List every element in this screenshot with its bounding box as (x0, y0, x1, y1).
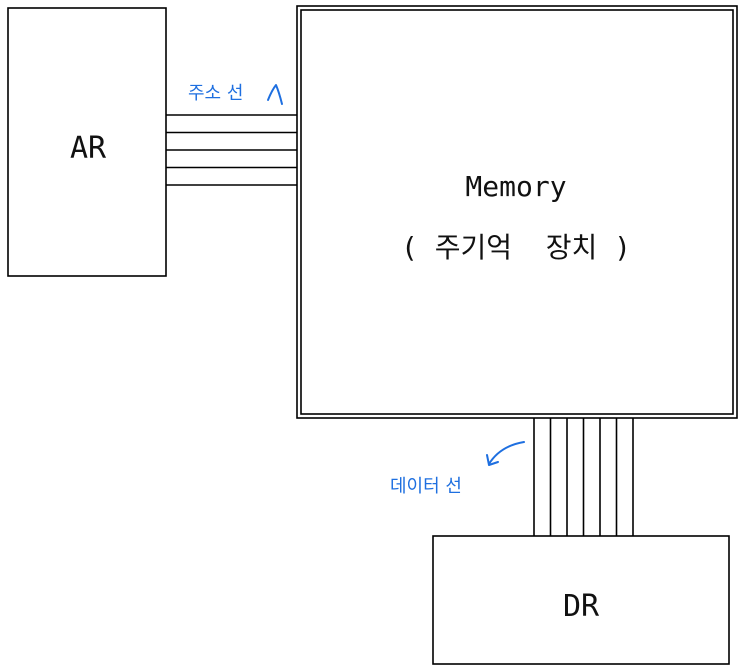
data-arrow-curve-icon (488, 441, 525, 465)
ar-box (7, 7, 167, 277)
data-bus-lines (533, 418, 634, 536)
data-arrow-head-icon (486, 454, 499, 466)
dr-label: DR (563, 589, 600, 624)
ar-register: AR (7, 7, 167, 277)
memory-box-inner (300, 9, 734, 415)
memory-unit: Memory ( 주기억 장치 ) (296, 5, 738, 419)
dr-box (432, 535, 730, 665)
data-bus-label: 데이터 선 (390, 476, 462, 497)
data-bus-annotation: 데이터 선 (390, 441, 525, 497)
memory-subtitle: ( 주기억 장치 ) (401, 231, 631, 264)
ar-label: AR (70, 131, 107, 166)
memory-title: Memory (465, 170, 566, 203)
address-bus-label: 주소 선 (188, 83, 243, 104)
dr-register: DR (432, 535, 730, 665)
address-bus-annotation: 주소 선 (188, 83, 283, 105)
address-bus-lines (166, 114, 299, 186)
address-arrow-icon (267, 84, 283, 105)
